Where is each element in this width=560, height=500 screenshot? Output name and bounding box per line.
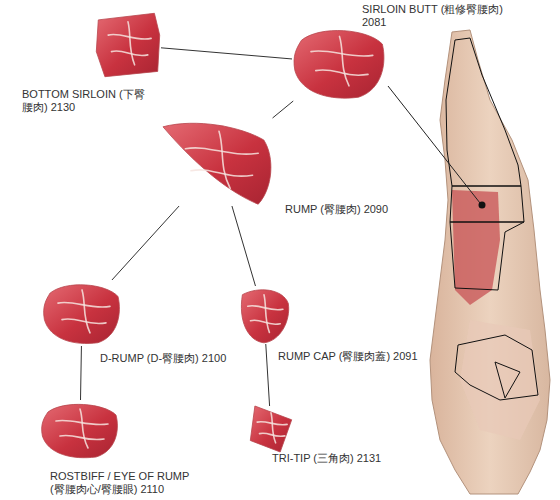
cut-node: TRI-TIP (三角肉) 2131 [248, 406, 294, 452]
cut-node: D-RUMP (D-臀腰肉) 2100 [42, 280, 122, 346]
meat-shape [96, 13, 159, 76]
leader-line [388, 86, 480, 203]
meat-photo [95, 12, 161, 78]
fat-marbling [251, 320, 281, 324]
meat-photo [163, 118, 275, 206]
cut-label: BOTTOM SIRLOIN (下臀腰肉) 2130 [22, 88, 154, 114]
meat-shape [42, 404, 118, 457]
connector-line [112, 206, 179, 280]
carcass-body [430, 30, 550, 494]
fat-marbling [340, 36, 350, 85]
cut-label: ROSTBIFF / EYE OF RUMP (臀腰肉心/臀腰眼) 2110 [50, 470, 200, 496]
cut-node: RUMP (臀腰肉) 2090 [163, 118, 275, 206]
cut-label: RUMP CAP (臀腰肉蓋) 2091 [278, 350, 428, 363]
connector-line [161, 48, 292, 59]
connector-line [80, 346, 82, 400]
region-outline [450, 186, 524, 222]
fat-marbling [264, 295, 269, 333]
meat-photo [248, 406, 294, 452]
fat-marbling [82, 290, 90, 333]
connector-line [266, 344, 270, 406]
cut-node: SIRLOIN BUTT (粗修臀腰肉) 2081 [292, 25, 387, 101]
leader-dot [479, 202, 486, 209]
meat-photo [237, 286, 291, 344]
fat-marbling [112, 51, 148, 56]
fat-marbling [80, 409, 88, 448]
meat-shape [44, 285, 120, 344]
connector-line [273, 101, 294, 118]
meat-shape [250, 406, 291, 452]
region-outline [446, 38, 521, 186]
fat-marbling [316, 70, 368, 75]
carcass-rib-shading [460, 320, 540, 440]
cut-node: BOTTOM SIRLOIN (下臀腰肉) 2130 [95, 12, 161, 78]
meat-shape [294, 31, 384, 99]
fat-marbling [191, 170, 253, 176]
fat-marbling [260, 433, 285, 436]
meat-photo [292, 25, 387, 101]
fat-marbling [60, 435, 104, 439]
region-outline [495, 362, 520, 398]
cut-label: SIRLOIN BUTT (粗修臀腰肉) 2081 [362, 3, 512, 29]
cut-node: RUMP CAP (臀腰肉蓋) 2091 [237, 286, 291, 344]
fat-marbling [219, 131, 230, 188]
cut-label: D-RUMP (D-臀腰肉) 2100 [100, 352, 250, 365]
fat-marbling [128, 22, 135, 65]
connector-line [232, 206, 256, 286]
region-outline [455, 335, 538, 400]
cut-label: RUMP (臀腰肉) 2090 [285, 203, 425, 216]
cut-label: TRI-TIP (三角肉) 2131 [272, 452, 412, 465]
meat-photo [42, 280, 122, 346]
region-outline [450, 222, 524, 290]
fat-marbling [62, 319, 106, 324]
fat-marbling [271, 413, 276, 443]
meat-shape [241, 290, 288, 343]
cut-node: ROSTBIFF / EYE OF RUMP (臀腰肉心/臀腰眼) 2110 [40, 400, 120, 460]
meat-photo [40, 400, 120, 460]
meat-shape [163, 123, 271, 204]
